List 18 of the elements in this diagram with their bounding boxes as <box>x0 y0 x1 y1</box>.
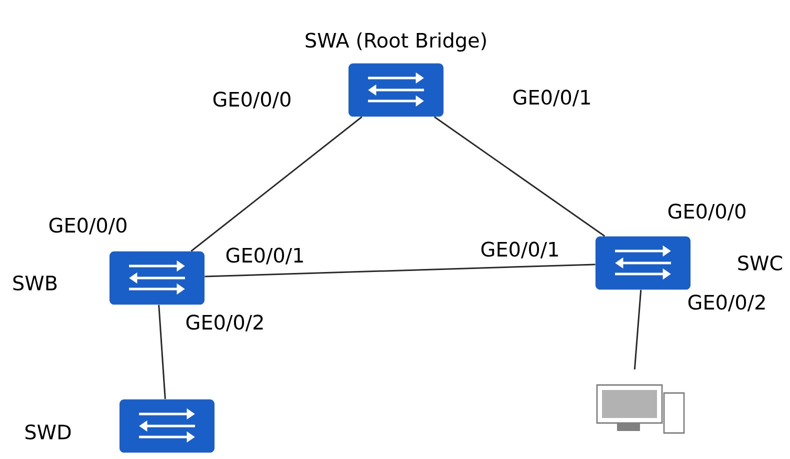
port-label: GE0/0/0 <box>47 216 129 236</box>
port-label: GE0/0/1 <box>511 88 593 108</box>
link-line <box>434 116 606 237</box>
port-label: GE0/0/2 <box>184 314 266 332</box>
port-label: GE0/0/1 <box>224 246 306 266</box>
port-label: GE0/0/1 <box>479 240 561 260</box>
link-line <box>190 116 362 252</box>
switch-label: SWA (Root Bridge) <box>306 32 486 52</box>
computer-drawing <box>596 384 685 434</box>
switch-label: SWD <box>25 424 71 440</box>
port-label: GE0/0/0 <box>666 202 748 222</box>
port-label: GE0/0/0 <box>211 90 293 110</box>
link-line <box>158 304 166 400</box>
link-line <box>204 264 596 278</box>
port-label: GE0/0/2 <box>686 294 768 312</box>
switch-label: SWC <box>738 255 782 271</box>
link-line <box>634 290 642 370</box>
switch-label: SWB <box>13 275 57 291</box>
